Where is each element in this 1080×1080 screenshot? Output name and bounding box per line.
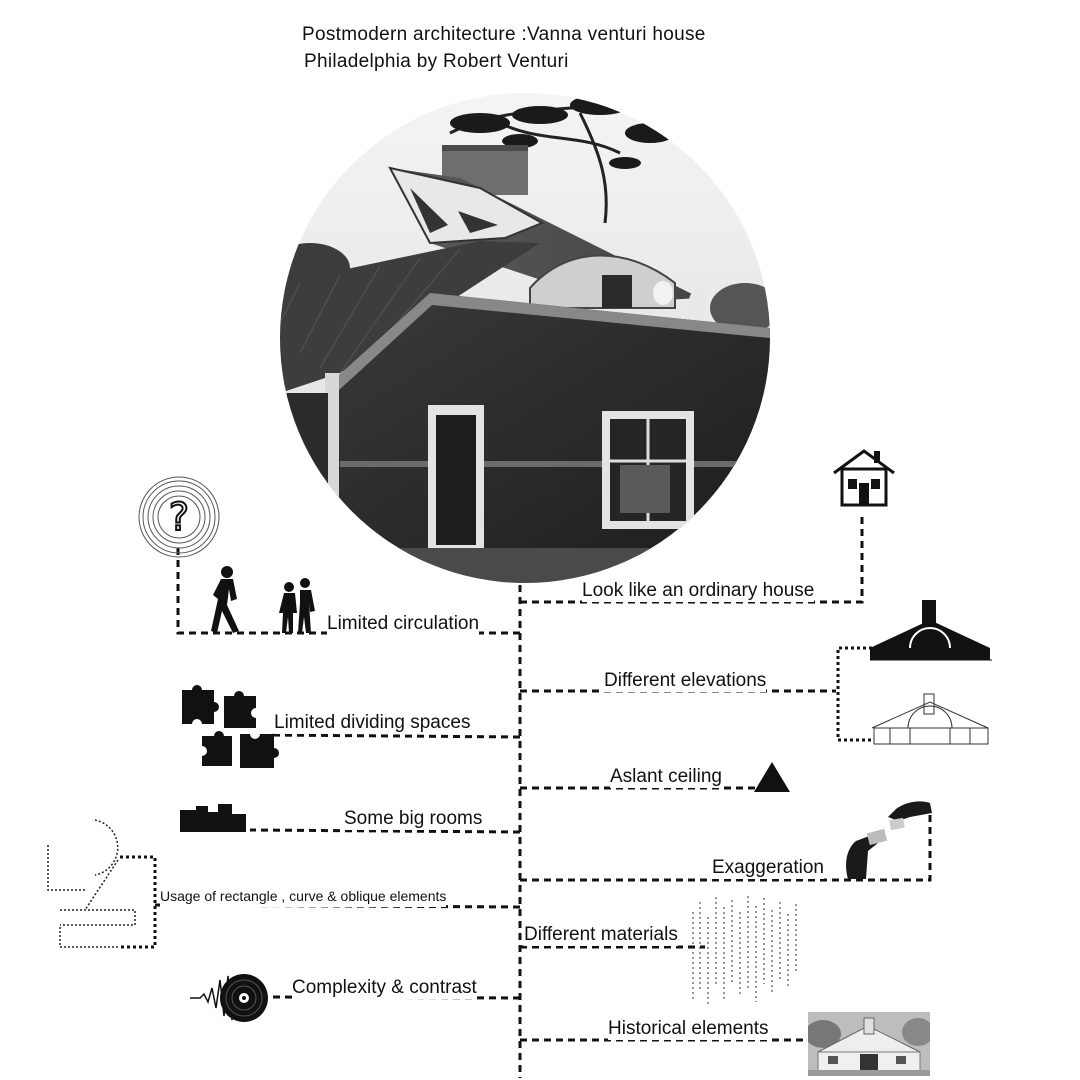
building-blocks-icon xyxy=(180,804,246,832)
label-historical-elements: Historical elements xyxy=(608,1018,769,1040)
house-photo-icon xyxy=(808,1012,930,1076)
label-some-big-rooms: Some big rooms xyxy=(344,808,483,830)
label-different-elevations: Different elevations xyxy=(604,670,767,692)
label-limited-dividing-spaces: Limited dividing spaces xyxy=(274,712,471,734)
label-exaggeration: Exaggeration xyxy=(712,857,824,879)
label-usage-of-rectangle: Usage of rectangle , curve & oblique ele… xyxy=(160,885,447,907)
title-line-1: Postmodern architecture :Vanna venturi h… xyxy=(302,24,706,45)
svg-text:?: ? xyxy=(169,495,189,539)
hands-icon xyxy=(846,801,932,879)
title-line-2: Philadelphia by Robert Venturi xyxy=(304,51,569,72)
walking-people-icon xyxy=(211,566,315,633)
house-photo xyxy=(280,93,770,583)
triangle-icon xyxy=(754,762,790,792)
label-ordinary-house: Look like an ordinary house xyxy=(582,580,815,602)
puzzle-pieces-icon xyxy=(182,685,279,768)
label-aslant-ceiling: Aslant ceiling xyxy=(610,766,722,788)
sound-wave-vinyl-icon xyxy=(190,974,268,1022)
elevation-drawings-icon xyxy=(870,600,992,745)
label-limited-circulation: Limited circulation xyxy=(327,613,480,635)
hatch-texture-icon xyxy=(692,896,797,1004)
shapes-sketch-icon xyxy=(47,819,136,948)
house-icon xyxy=(833,449,895,507)
question-mark-icon: ? xyxy=(138,476,220,558)
label-complexity-contrast: Complexity & contrast xyxy=(292,977,477,999)
label-different-materials: Different materials xyxy=(524,924,678,946)
